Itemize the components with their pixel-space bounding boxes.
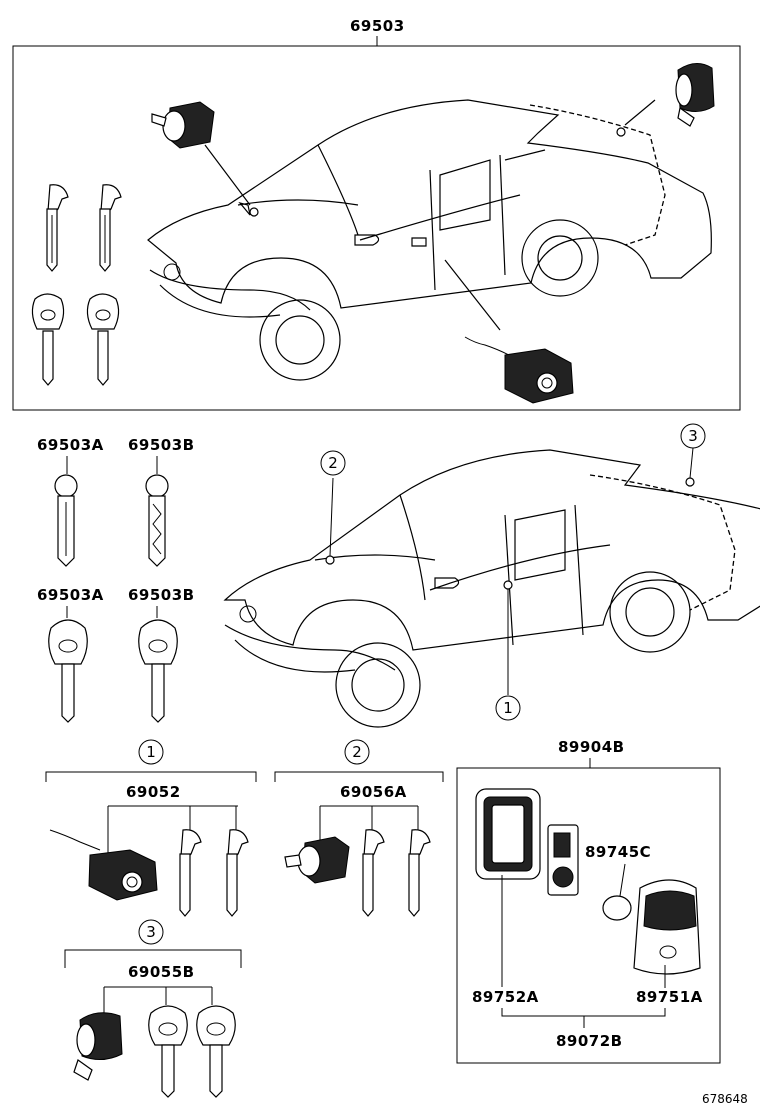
mechanical-key-2 bbox=[99, 184, 122, 272]
key-variants: 69503A 69503B 69503A 69503B bbox=[37, 436, 195, 723]
key-part-number: 89751A bbox=[636, 988, 703, 1006]
key-a-label-top: 69503A bbox=[37, 436, 104, 454]
smart-key-frame bbox=[456, 767, 721, 1064]
transponder-key-2 bbox=[86, 293, 120, 386]
smart-key-case bbox=[475, 788, 541, 880]
pickup-truck-locations: 2 3 1 bbox=[223, 423, 760, 728]
key-b-label-bottom: 69503B bbox=[128, 586, 195, 604]
set-1-part-number: 69052 bbox=[126, 783, 181, 801]
location-marker-3: 3 bbox=[680, 423, 706, 449]
tailgate-lock-cylinder bbox=[675, 63, 715, 127]
smart-key-group: 89904B 89745C 89752A 89751A 89072B bbox=[456, 738, 721, 1064]
set-2-number: 2 bbox=[352, 743, 362, 761]
set-3-number: 3 bbox=[146, 923, 156, 941]
set-2: 2 69056A bbox=[274, 739, 444, 917]
assembly-part-number: 89072B bbox=[556, 1032, 623, 1050]
smart-key-card-board bbox=[547, 824, 579, 896]
ignition-lock-cylinder bbox=[464, 336, 574, 404]
figure-id: 678648 bbox=[702, 1092, 748, 1106]
set-1: 1 69052 bbox=[45, 739, 257, 917]
key-b-mechanical bbox=[145, 474, 169, 567]
smart-key-fob bbox=[633, 879, 701, 975]
set-3-tailgate-cylinder bbox=[73, 1012, 123, 1081]
top-group-part-number: 69503 bbox=[350, 17, 405, 35]
pickup-truck-top bbox=[147, 99, 712, 381]
key-a-label-bottom: 69503A bbox=[37, 586, 104, 604]
set-2-key-1 bbox=[362, 829, 385, 917]
top-group-frame bbox=[12, 45, 741, 411]
key-b-transponder bbox=[138, 619, 178, 723]
key-a-transponder bbox=[48, 619, 88, 723]
case-part-number: 89752A bbox=[472, 988, 539, 1006]
set-3-key-1 bbox=[148, 1005, 188, 1098]
set-1-number: 1 bbox=[146, 743, 156, 761]
set-1-ignition-cylinder bbox=[49, 829, 158, 901]
set-1-key-1 bbox=[179, 829, 202, 917]
set-2-part-number: 69056A bbox=[340, 783, 407, 801]
key-a-mechanical bbox=[54, 474, 78, 567]
set-3-part-number: 69055B bbox=[128, 963, 195, 981]
location-marker-1: 1 bbox=[495, 695, 521, 721]
transponder-key-1 bbox=[31, 293, 65, 386]
set-2-key-2 bbox=[408, 829, 431, 917]
location-3-number: 3 bbox=[688, 427, 698, 445]
set-1-key-2 bbox=[226, 829, 249, 917]
battery-coin bbox=[602, 895, 632, 921]
location-marker-2: 2 bbox=[320, 450, 346, 476]
location-2-number: 2 bbox=[328, 454, 338, 472]
mechanical-key-1 bbox=[46, 184, 69, 272]
door-lock-cylinder bbox=[151, 101, 215, 149]
battery-part-number: 89745C bbox=[585, 843, 651, 861]
smart-key-group-number: 89904B bbox=[558, 738, 625, 756]
key-b-label-top: 69503B bbox=[128, 436, 195, 454]
set-3: 3 69055B bbox=[64, 919, 242, 1098]
location-1-number: 1 bbox=[503, 699, 513, 717]
set-2-door-cylinder bbox=[284, 836, 350, 884]
top-group: 69503 bbox=[12, 17, 741, 411]
set-3-key-2 bbox=[196, 1005, 236, 1098]
top-mechanical-keys bbox=[31, 184, 122, 386]
